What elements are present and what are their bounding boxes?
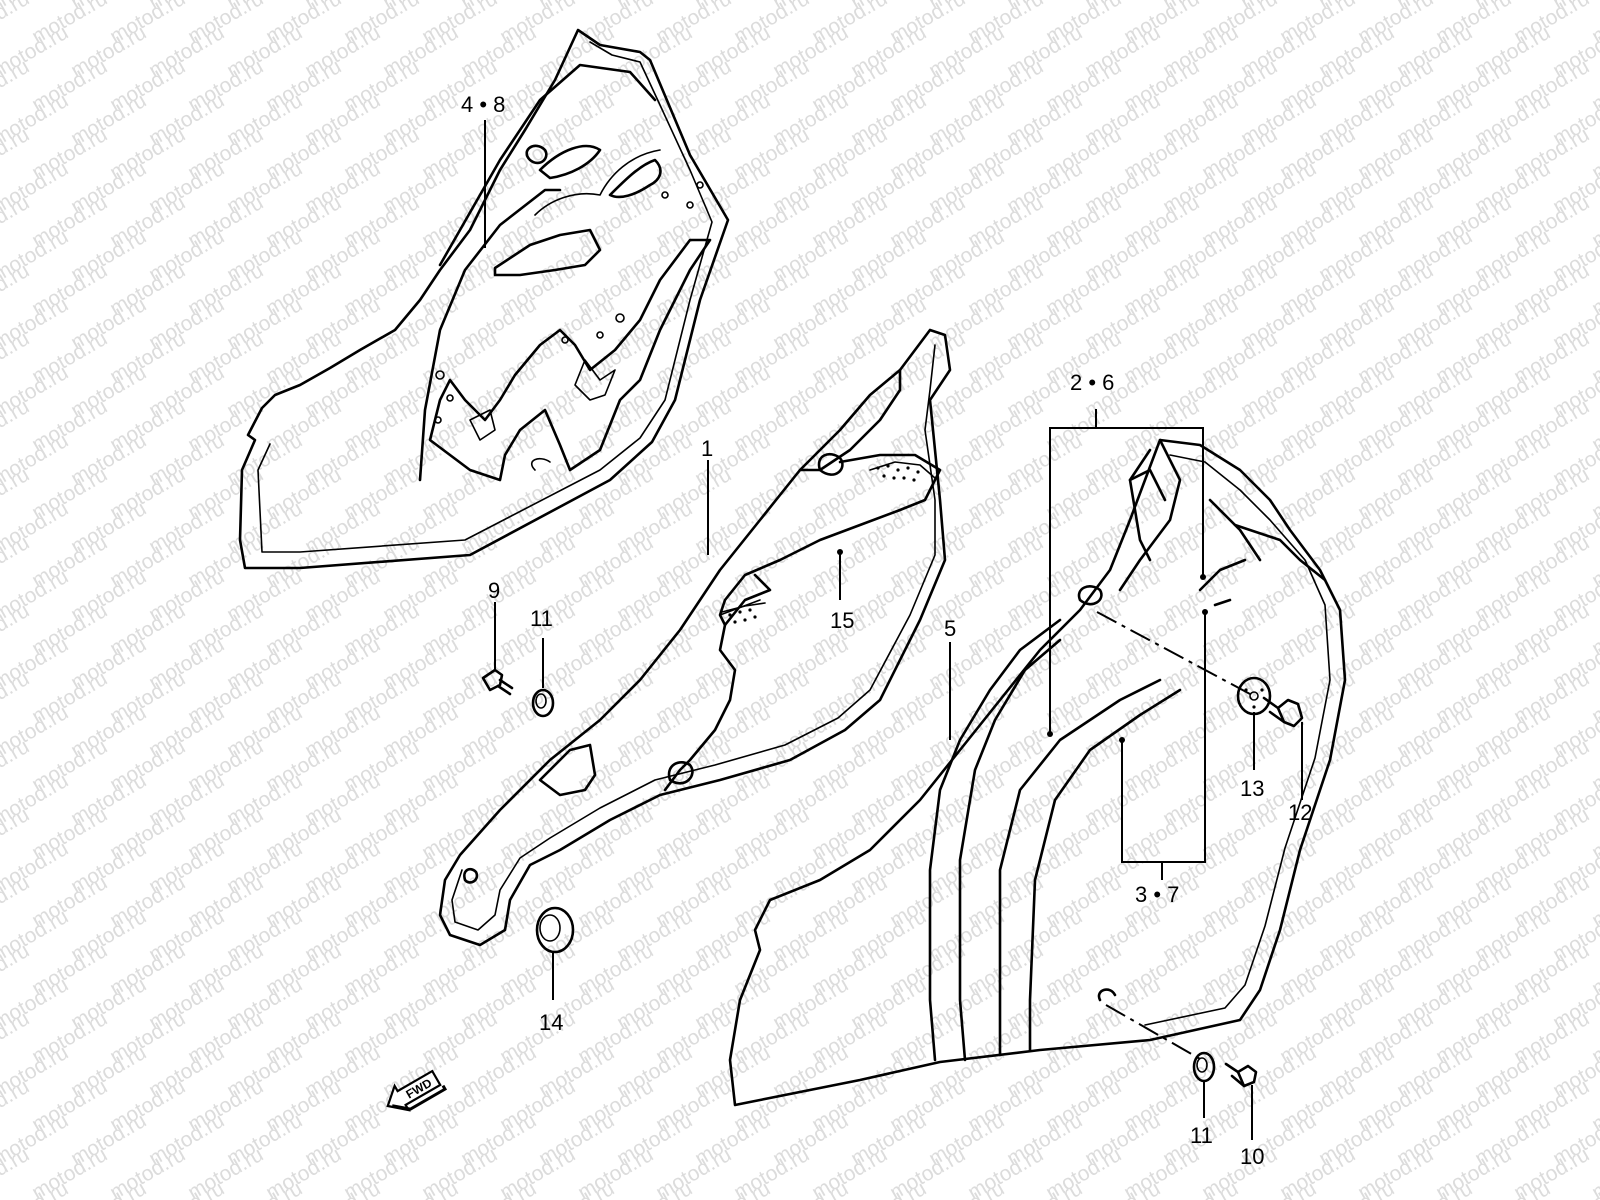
part-12-bolt: [1262, 696, 1304, 728]
callout-15: 15: [830, 608, 854, 633]
callout-2-6: 2 • 6: [1070, 370, 1114, 395]
part-9-bolt: [481, 668, 514, 696]
leader-lines: [484, 120, 1303, 1140]
callout-1: 1: [701, 436, 713, 461]
callout-4-8: 4 • 8: [461, 92, 505, 117]
callout-labels: 4 • 8 1 15 9 11 14 5 2 • 6 3 • 7 13 12 1…: [461, 92, 1312, 1169]
callout-9: 9: [488, 578, 500, 603]
callout-11-lower: 11: [1190, 1123, 1213, 1148]
callout-3-7: 3 • 7: [1135, 882, 1179, 907]
speckle-pattern: [721, 461, 936, 624]
part-5-side-cover: [728, 438, 1347, 1107]
callout-13: 13: [1240, 776, 1264, 801]
part-14-grommet: [535, 906, 575, 954]
part-4-8-decal-cover: [238, 28, 730, 570]
part-11-washer-upper: [531, 688, 555, 718]
part-1-frame-cover: [438, 328, 952, 947]
callout-11-upper: 11: [530, 606, 553, 631]
part-10-screw: [1224, 1062, 1258, 1088]
callout-12: 12: [1288, 800, 1312, 825]
callout-5: 5: [944, 616, 956, 641]
callout-14: 14: [539, 1010, 563, 1035]
callout-10: 10: [1240, 1144, 1264, 1169]
